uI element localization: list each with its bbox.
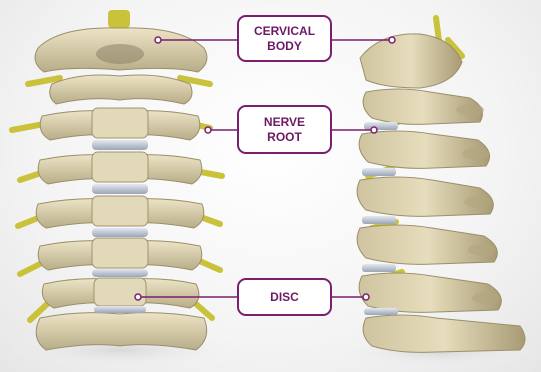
front-view-spine — [12, 10, 222, 350]
disc-label: DISC — [237, 278, 332, 316]
side-view-spine — [357, 18, 525, 352]
disc-text: DISC — [270, 290, 299, 305]
cervical-body-label: CERVICAL BODY — [237, 15, 332, 62]
nerve-root-label: NERVE ROOT — [237, 105, 332, 154]
nerve-root-text: NERVE ROOT — [264, 115, 305, 145]
cervical-body-text: CERVICAL BODY — [254, 24, 315, 54]
